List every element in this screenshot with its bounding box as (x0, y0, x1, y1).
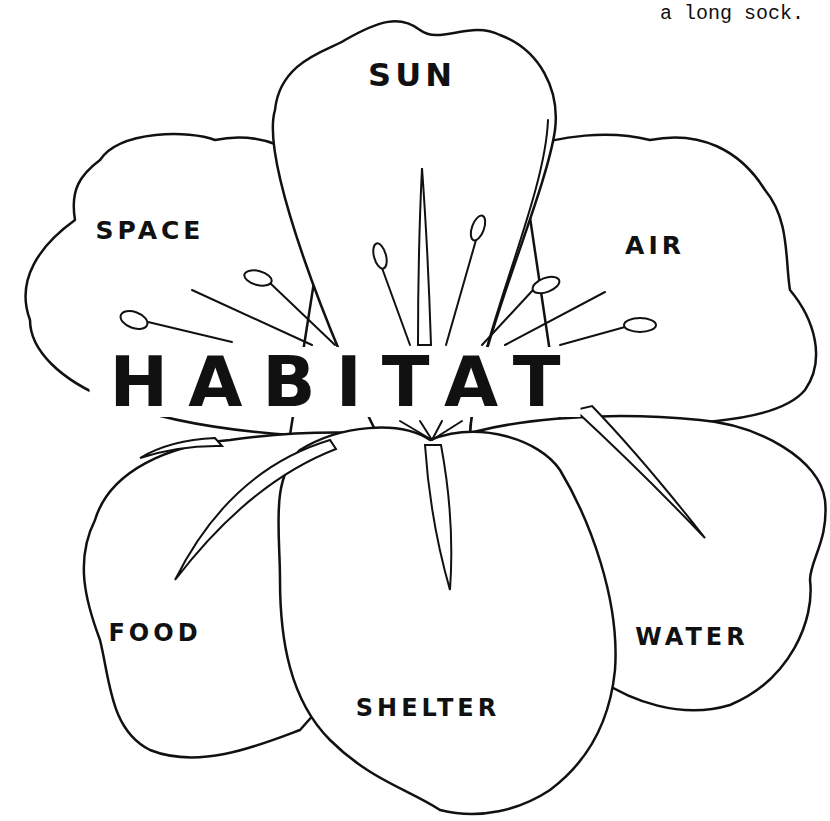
sepal-leaf (140, 438, 222, 458)
petal-label: WATER (635, 625, 748, 649)
filament (420, 421, 432, 440)
filament (400, 421, 432, 440)
center-title: HABITAT (90, 347, 581, 417)
filament (505, 292, 605, 345)
filament (446, 240, 476, 345)
anther (243, 268, 274, 289)
anther (530, 274, 561, 297)
anther (624, 318, 656, 332)
petal-label: SPACE (96, 218, 205, 243)
cropped-note-box: a long sock. (660, 3, 804, 25)
center-title-box: HABITAT (335, 382, 826, 452)
anther (118, 308, 150, 333)
filament (482, 290, 533, 345)
filament (560, 327, 625, 345)
pistil (418, 168, 431, 345)
petal-outline (270, 415, 625, 821)
anther (468, 214, 488, 243)
petal-label: FOOD (108, 621, 201, 645)
filament (382, 268, 410, 345)
sepal-leaf (425, 445, 451, 590)
petal-label: SHELTER (356, 696, 500, 720)
filament (192, 290, 312, 345)
petal-label: SUN (368, 59, 456, 91)
petal-shape (278, 428, 615, 814)
sepal-leaf (575, 406, 705, 538)
anther (371, 242, 389, 270)
filament (270, 283, 335, 345)
filament (432, 421, 462, 440)
filament (148, 322, 232, 342)
sepal-leaf (175, 440, 336, 580)
petal: SHELTER (270, 415, 625, 821)
petal-label: AIR (625, 233, 685, 258)
cropped-note: a long sock. (660, 3, 804, 25)
